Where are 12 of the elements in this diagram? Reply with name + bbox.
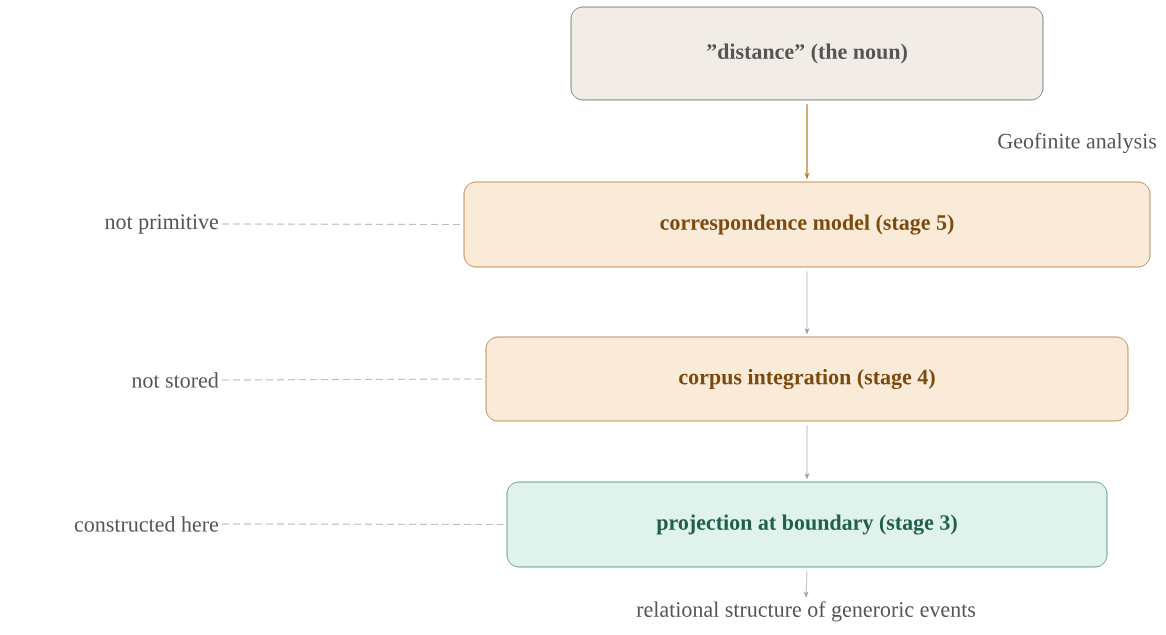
process-box: corpus integration (stage 4) <box>485 336 1129 422</box>
process-box: ”distance” (the noun) <box>570 6 1044 101</box>
arrow <box>804 271 810 335</box>
note-text: constructed here <box>74 516 219 532</box>
note-text: not primitive <box>105 214 219 234</box>
note-text: not stored <box>131 372 219 388</box>
process-box: correspondence model (stage 5) <box>463 181 1151 268</box>
arrow <box>804 571 809 598</box>
process-box: projection at boundary (stage 3) <box>506 481 1108 568</box>
note-text: Geofinite analysis <box>998 132 1157 154</box>
arrow <box>804 425 810 480</box>
note-text: relational structure of generoric events <box>636 601 976 622</box>
